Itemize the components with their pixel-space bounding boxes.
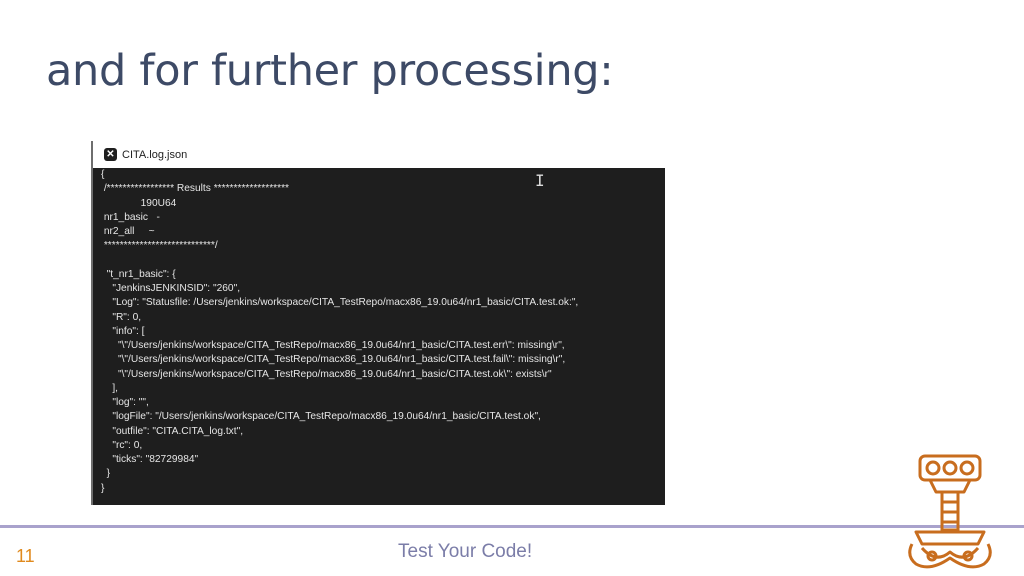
text-cursor-icon: I [535, 171, 545, 190]
code-line: "info": [ [101, 325, 145, 337]
code-line: 190U64 [101, 197, 177, 209]
file-tab[interactable]: ✕ CITA.log.json [93, 141, 665, 168]
footer-title: Test Your Code! [398, 541, 533, 562]
code-line: "ticks": "82729984" [101, 454, 199, 465]
code-line: { [101, 169, 105, 180]
code-line: } [101, 468, 111, 480]
code-line: ], [101, 382, 118, 394]
code-line: "\"/Users/jenkins/workspace/CITA_TestRep… [101, 354, 566, 366]
code-line: "logFile": "/Users/jenkins/workspace/CIT… [101, 411, 541, 423]
code-line: "rc": 0, [101, 439, 143, 451]
slide-title: and for further processing: [46, 46, 614, 96]
code-line: "\"/Users/jenkins/workspace/CITA_TestRep… [101, 368, 552, 380]
code-line: ****************************/ [101, 240, 218, 252]
code-line: } [101, 482, 105, 494]
file-tab-title: CITA.log.json [122, 148, 188, 161]
code-line: "Log": "Statusfile: /Users/jenkins/works… [101, 297, 579, 309]
code-line: "outfile": "CITA.CITA_log.txt", [101, 425, 244, 437]
code-line: "\"/Users/jenkins/workspace/CITA_TestRep… [101, 340, 565, 351]
page-number: 11 [16, 546, 35, 566]
code-line: "JenkinsJENKINSID": "260", [101, 283, 241, 294]
code-line: nr2_all ~ [101, 226, 155, 237]
json-log-screenshot: ✕ CITA.log.json { /***************** Res… [91, 141, 665, 505]
thor-hammer-logo [908, 454, 992, 569]
code-line: "t_nr1_basic": { [101, 268, 176, 280]
code-line: "log": "", [101, 397, 149, 408]
code-line: "R": 0, [101, 311, 142, 323]
footer-divider [0, 525, 1024, 528]
code-line: nr1_basic - [101, 211, 160, 223]
json-code-content[interactable]: { /***************** Results ***********… [101, 168, 661, 501]
x-app-icon: ✕ [104, 148, 117, 161]
code-line: /***************** Results *************… [101, 183, 290, 195]
